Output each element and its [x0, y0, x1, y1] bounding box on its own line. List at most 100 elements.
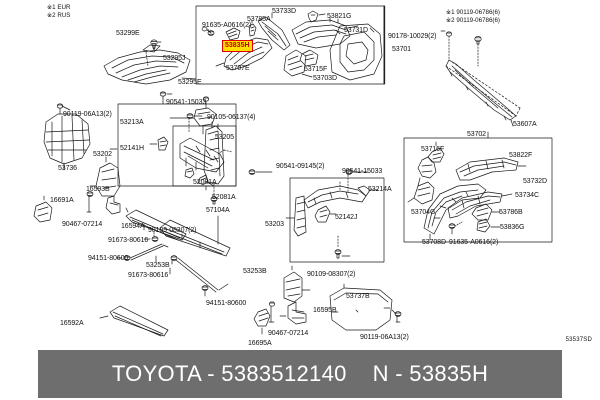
part-53295e-cowl	[103, 49, 191, 85]
part-53203	[293, 195, 307, 237]
part-label: 90467-07214	[268, 330, 309, 337]
part-label: 53295J	[163, 55, 186, 62]
part-16691a	[33, 201, 53, 223]
part-label: 90105-06137(4)	[207, 114, 256, 121]
part-label: 90109-08307(2)	[148, 227, 197, 234]
part-label: 53732D	[523, 178, 547, 185]
legend-note-2-text: RUS	[57, 12, 71, 19]
marked-annotation-2: ※2 90119-06786(6)	[446, 17, 500, 24]
part-53214a	[303, 185, 367, 209]
part-label: 91673-80616	[128, 272, 169, 279]
part-52141h	[157, 136, 169, 151]
legend-note-1-mark: ※1	[47, 4, 56, 11]
part-label: 53295E	[178, 79, 202, 86]
part-53821g	[307, 10, 319, 23]
part-label: 53708D	[422, 239, 446, 246]
part-label: 53703D	[313, 75, 337, 82]
part-label: 53733D	[272, 8, 296, 15]
part-16594a	[125, 209, 187, 241]
part-53731d	[291, 19, 351, 49]
marked-annotation-1-mark: ※1	[446, 9, 455, 16]
part-label: 52142J	[335, 214, 358, 221]
footer-text: TOYOTA - 5383512140 N - 53835H	[112, 361, 488, 387]
part-53786b	[471, 203, 493, 221]
part-label: 16593B	[86, 186, 110, 193]
part-label: 57104A	[206, 207, 230, 214]
marked-annotation-1-code: 90119-06786(6)	[456, 9, 500, 16]
part-53708d	[423, 183, 487, 235]
part-label: 53202	[93, 151, 112, 158]
part-label: 53704G	[411, 209, 436, 216]
part-label: 52081A	[212, 194, 236, 201]
part-label: 53715F	[304, 66, 328, 73]
sheet-id: 53537SD	[565, 337, 592, 343]
part-53736	[43, 113, 91, 165]
legend-note-2: ※2 RUS	[47, 12, 70, 19]
part-label: 53734C	[515, 192, 539, 199]
part-label: 90541-15033	[166, 99, 207, 106]
part-52142j	[314, 205, 331, 223]
part-label: 53203	[265, 221, 284, 228]
legend-note-1: ※1 EUR	[47, 4, 70, 11]
part-53701-wheelhouse	[329, 23, 383, 81]
part-label: 16691A	[50, 197, 74, 204]
part-label: 94151-80600	[206, 300, 247, 307]
part-53704g	[413, 181, 435, 205]
part-label: 53213A	[120, 119, 144, 126]
part-label: 16592A	[60, 320, 84, 327]
part-53733d	[257, 16, 291, 51]
part-52081a-right	[197, 174, 209, 186]
part-label: 53299E	[116, 30, 140, 37]
footer-banner: TOYOTA - 5383512140 N - 53835H	[38, 350, 562, 398]
part-52081a-left	[184, 167, 195, 179]
footer-brand-part: TOYOTA - 5383512140	[111, 361, 347, 386]
part-53734c	[447, 191, 503, 219]
part-label: 91635-A0616(2)	[449, 239, 499, 246]
group-box-53205	[172, 125, 237, 187]
part-53737b	[329, 287, 393, 331]
part-label: 16695A	[248, 340, 272, 347]
part-53732d	[455, 157, 519, 181]
part-label: 90109-08307(2)	[307, 271, 356, 278]
part-53703d	[283, 49, 307, 77]
footer-diagram-code: N - 53835H	[372, 361, 489, 386]
highlighted-part-label[interactable]: 53835H	[222, 40, 253, 52]
part-53299e-badge	[142, 44, 161, 53]
part-label: 53736	[58, 165, 77, 172]
part-16592a	[109, 305, 169, 337]
part-label: 53205	[215, 134, 234, 141]
marked-annotation-2-code: 90119-06786(6)	[456, 17, 500, 24]
part-16595b	[283, 271, 303, 303]
part-53202-support	[203, 125, 225, 185]
part-53607a-reinforcement	[445, 59, 517, 121]
part-label: 90467-07214	[62, 221, 103, 228]
part-53253b-rod-right	[175, 259, 217, 293]
part-label: 90178-10029(2)	[388, 33, 437, 40]
part-53836g	[476, 218, 491, 233]
part-53715f	[299, 49, 319, 67]
part-label: 53702	[467, 131, 486, 138]
part-label: 16595B	[313, 307, 337, 314]
part-53253b-rod-left	[129, 243, 163, 259]
part-label: 91635-A0616(2)	[202, 22, 252, 29]
part-label: 53707E	[226, 65, 250, 72]
part-label: 90541-09145(2)	[276, 163, 325, 170]
marked-annotation-1: ※1 90119-06786(6)	[446, 9, 500, 16]
part-label: 91673-80616	[108, 237, 149, 244]
part-label: 53785A	[247, 16, 271, 23]
part-label: 90541-15033	[342, 168, 383, 175]
part-label: 53701	[392, 46, 411, 53]
part-label: 53821G	[327, 13, 352, 20]
marked-annotation-2-mark: ※2	[446, 17, 455, 24]
part-label: 53253B	[146, 262, 170, 269]
part-label: 53822F	[509, 152, 533, 159]
part-label: 94151-80600	[88, 255, 129, 262]
part-57104a	[159, 219, 231, 257]
part-label: 52141H	[120, 145, 144, 152]
part-label: 90119-06A13(2)	[360, 334, 409, 341]
part-label: 53836G	[500, 224, 525, 231]
legend-note-1-text: EUR	[57, 4, 71, 11]
part-label: 90119-06A13(2)	[63, 111, 112, 118]
group-box-53203	[289, 177, 385, 263]
